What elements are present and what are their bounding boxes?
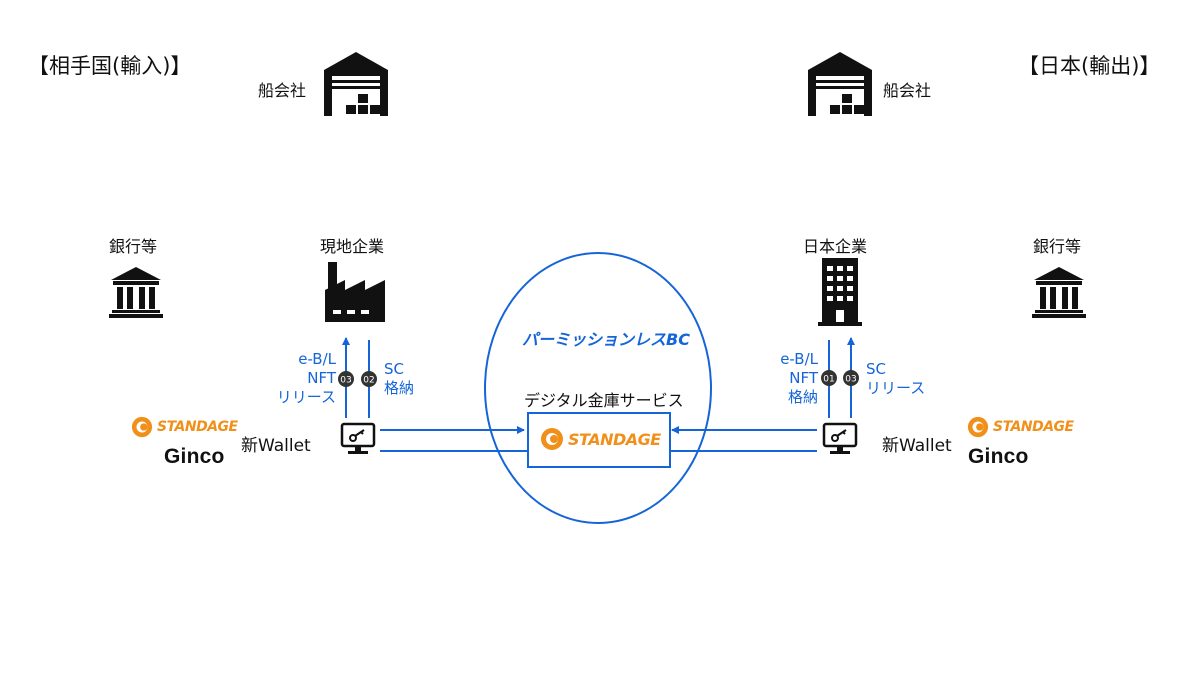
warehouse-icon-left <box>324 52 388 116</box>
bank-right-label: 銀行等 <box>1033 237 1082 256</box>
right-store-step-label: e-B/L NFT 格納 <box>752 350 818 407</box>
step-badge-left-release: 03 <box>338 371 354 387</box>
step-line: NFT <box>307 369 336 387</box>
standage-mark-icon <box>967 416 989 438</box>
ginco-logo-right: Ginco <box>968 445 1029 468</box>
bank-icon-left <box>109 267 163 318</box>
wallet-monitor-icon-left[interactable] <box>340 422 376 458</box>
left-store-step-label: SC 格納 <box>384 360 444 398</box>
left-region-title: 【相手国(輸入)】 <box>28 54 192 78</box>
standage-mark-icon <box>131 416 153 438</box>
blockchain-ellipse <box>484 252 712 524</box>
blockchain-label: パーミッションレスBC <box>522 330 690 349</box>
factory-icon <box>325 262 385 322</box>
wallet-monitor-icon-right[interactable] <box>822 422 858 458</box>
step-badge-right-store: 01 <box>821 370 837 386</box>
standage-logo-right: STANDAGE <box>967 416 1074 438</box>
vault-service-label: デジタル金庫サービス <box>524 391 684 410</box>
step-line: e-B/L <box>298 350 336 368</box>
left-release-step-label: e-B/L NFT リリース <box>268 350 336 407</box>
svg-text:03: 03 <box>340 376 351 386</box>
standage-logo-vault: STANDAGE <box>540 427 661 451</box>
standage-mark-icon <box>541 428 563 450</box>
shipping-company-left-label: 船会社 <box>258 81 307 100</box>
local-company-label: 現地企業 <box>320 237 385 256</box>
standage-logo-left: STANDAGE <box>131 416 238 438</box>
new-wallet-right-label: 新Wallet <box>882 436 952 456</box>
right-region-title: 【日本(輸出)】 <box>1018 54 1161 78</box>
step-line: SC <box>384 360 404 378</box>
step-line: 格納 <box>384 379 415 397</box>
warehouse-icon-right <box>808 52 872 116</box>
step-badge-left-store: 02 <box>361 371 377 387</box>
right-release-step-label: SC リリース <box>866 360 936 398</box>
step-line: NFT <box>789 369 818 387</box>
office-building-icon <box>818 258 862 326</box>
shipping-company-right-label: 船会社 <box>883 81 932 100</box>
bank-icon-right <box>1032 267 1086 318</box>
japan-company-label: 日本企業 <box>803 237 868 256</box>
step-line: e-B/L <box>780 350 818 368</box>
step-line: SC <box>866 360 886 378</box>
step-line: リリース <box>276 388 336 406</box>
svg-text:02: 02 <box>363 376 374 386</box>
new-wallet-left-label: 新Wallet <box>241 436 311 456</box>
step-line: 格納 <box>787 388 818 406</box>
step-line: リリース <box>866 379 926 397</box>
step-badge-right-release: 03 <box>843 370 859 386</box>
ginco-logo-left: Ginco <box>164 445 225 468</box>
svg-text:01: 01 <box>823 375 834 385</box>
svg-text:03: 03 <box>845 375 856 385</box>
bank-left-label: 銀行等 <box>109 237 158 256</box>
